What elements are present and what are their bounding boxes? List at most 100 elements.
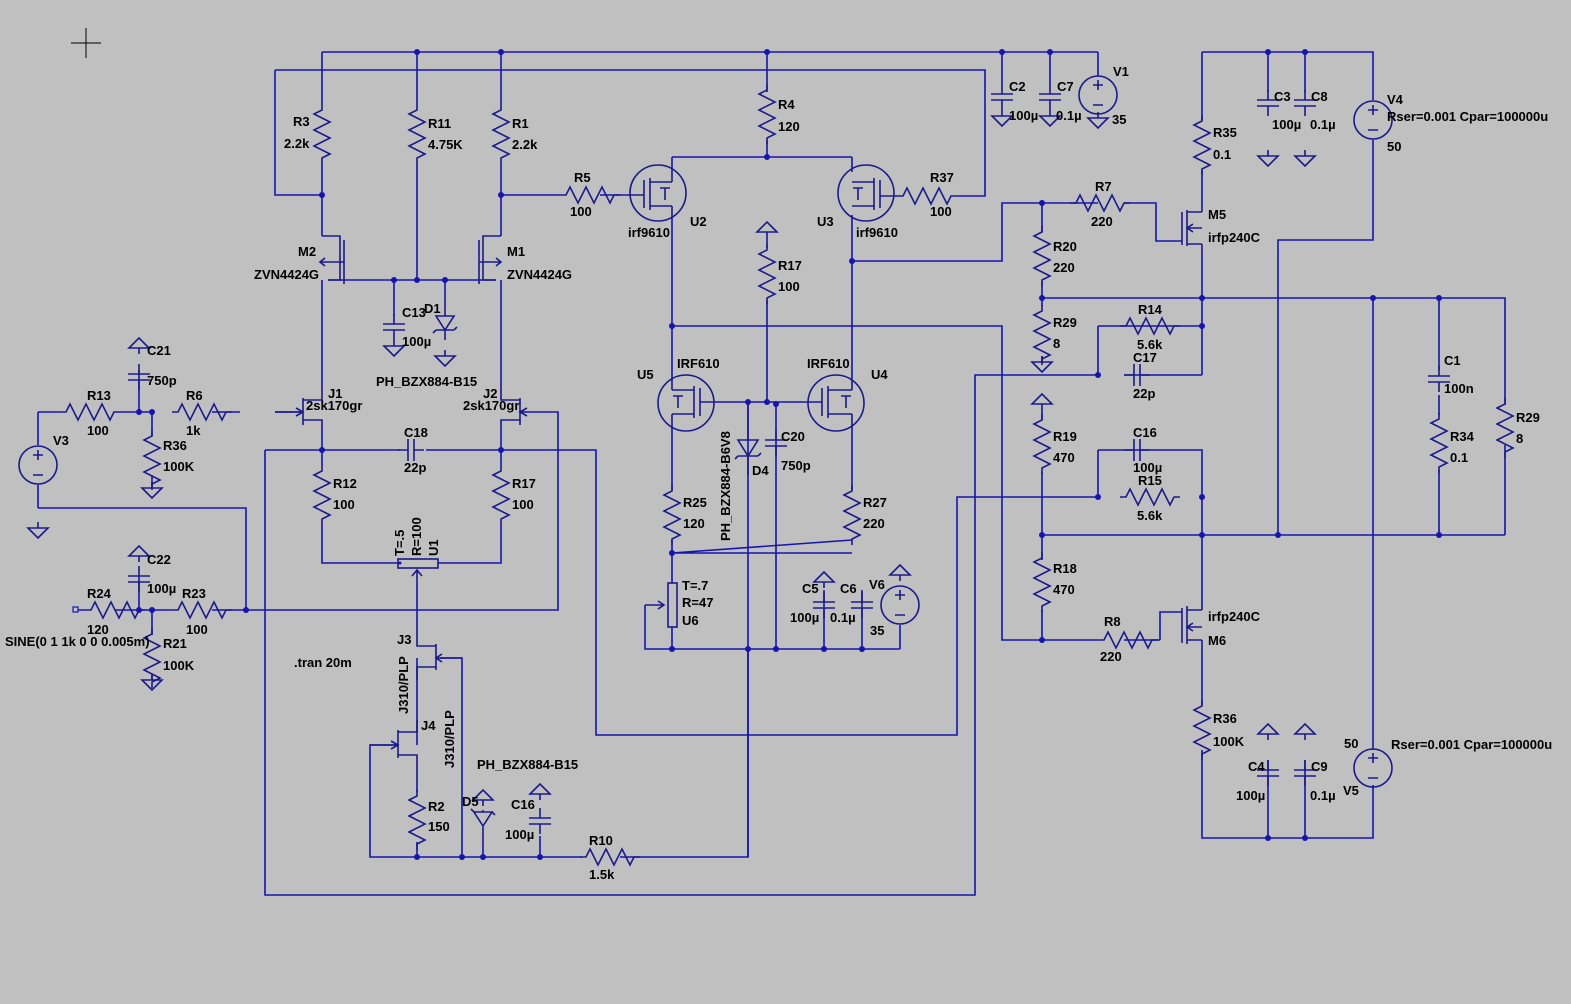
label-c2: C2 <box>1009 79 1026 94</box>
label-r28: R34 <box>1450 429 1475 444</box>
supply-arrow-icon <box>1031 393 1053 411</box>
label-r14: R14 <box>1138 302 1163 317</box>
label-d4: D4 <box>752 463 769 478</box>
supply-arrow-icon <box>1257 723 1279 741</box>
label-r3: R3 <box>293 114 310 129</box>
value-r19: 470 <box>1053 582 1075 597</box>
resistor-icon-r1 <box>492 103 510 165</box>
label-r22: R23 <box>182 586 206 601</box>
label-c5: C5 <box>802 581 819 596</box>
value-c1: 100n <box>1444 381 1474 396</box>
label-r24: R25 <box>683 495 707 510</box>
ground-icon <box>434 349 456 367</box>
value-v6: 35 <box>870 623 884 638</box>
resistor-icon-r25 <box>843 484 861 546</box>
label-r23: R24 <box>87 586 112 601</box>
mosfet-icon-u4 <box>807 374 865 432</box>
label-d5: D5 <box>462 794 479 809</box>
label-j4: J4 <box>421 718 436 733</box>
value-r18: 220 <box>1053 260 1075 275</box>
model-d1: PH_BZX884-B15 <box>376 374 477 389</box>
voltage-sources[interactable] <box>18 75 1393 788</box>
power-mosfets[interactable] <box>628 164 897 432</box>
jfet-icon-j1 <box>275 385 323 425</box>
label-r25: R27 <box>863 495 887 510</box>
resistor-icon-r15 <box>1119 488 1181 506</box>
ground-icon <box>1257 149 1279 167</box>
label-r36-text: R36 <box>163 438 187 453</box>
mosfet-icon-m1 <box>478 235 503 284</box>
model-m5: irfp240C <box>1208 230 1261 245</box>
model-m2: ZVN4424G <box>254 267 319 282</box>
value-c18: 22p <box>1133 386 1155 401</box>
value-r1: 2.2k <box>512 137 538 152</box>
value-r5: 100 <box>570 204 592 219</box>
mosfet-icon-m6 <box>1178 600 1203 655</box>
label-v6: V6 <box>869 577 885 592</box>
pot-u6-t: T=.7 <box>682 578 708 593</box>
sine-source-label: SINE(0 1 1k 0 0 0.005m) <box>5 634 150 649</box>
resistor-icon-r4 <box>758 83 776 145</box>
small-transistors[interactable] <box>275 200 1203 777</box>
label-r20: R19 <box>1053 429 1077 444</box>
ground-icon <box>27 521 49 539</box>
value-r6: 1k <box>186 423 201 438</box>
mosfet-icon-m2 <box>318 235 345 284</box>
label-r12: R12 <box>333 476 357 491</box>
value-c2: 100µ <box>1009 108 1038 123</box>
label-u3: U3 <box>817 214 834 229</box>
resistor-icon-r2 <box>408 789 426 851</box>
label-r29-text: R29 <box>1516 410 1540 425</box>
model-u4: IRF610 <box>807 356 850 371</box>
resistor-icon-r17 <box>492 464 510 526</box>
value-c7: 0.1µ <box>1310 117 1336 132</box>
model-m6: irfp240C <box>1208 609 1261 624</box>
value-r14: 5.6k <box>1137 337 1163 352</box>
diodes[interactable] <box>432 296 762 845</box>
model-u5: IRF610 <box>677 356 720 371</box>
value-r17: 100 <box>512 497 534 512</box>
value-c8: 0.1µ <box>1310 788 1336 803</box>
label-r15: R15 <box>1138 473 1162 488</box>
jfet-icon-j3 <box>416 632 462 680</box>
resistor-icon-r28 <box>1430 412 1448 474</box>
value-r4: 120 <box>778 119 800 134</box>
resistor-icon-r19 <box>1033 551 1051 613</box>
value-r23: 120 <box>87 622 109 637</box>
resistors[interactable] <box>59 83 1514 866</box>
model-j2: 2sk170gr <box>463 398 519 413</box>
supply-arrow-icon <box>128 545 150 563</box>
signal-input-port[interactable] <box>72 606 79 613</box>
junction-dots <box>136 49 1442 860</box>
label-r19: R18 <box>1053 561 1077 576</box>
label-c22: C20 <box>781 429 805 444</box>
label-r11: R11 <box>428 116 451 131</box>
supply-arrow-icon <box>889 564 911 582</box>
zener-icon-d5 <box>470 808 496 845</box>
potentiometer-icon-u1 <box>397 558 439 577</box>
label-u4: U4 <box>871 367 888 382</box>
label-r8: R8 <box>1104 614 1121 629</box>
resistor-icon-r11 <box>408 103 426 165</box>
label-v3: V3 <box>53 433 69 448</box>
label-c8: C9 <box>1311 759 1328 774</box>
voltage-source-icon-v3 <box>18 445 58 485</box>
label-c13: C13 <box>402 305 426 320</box>
resistor-icon-r16 <box>758 243 776 305</box>
label-c9: C6 <box>840 581 857 596</box>
voltage-source-icon-v6 <box>880 585 920 625</box>
value-r37: 100 <box>930 204 952 219</box>
label-c3: C3 <box>1274 89 1291 104</box>
label-u1: U1 <box>426 539 441 556</box>
value-r8: 220 <box>1100 649 1122 664</box>
value-r22: 100 <box>186 622 208 637</box>
mosfet-icon-u5 <box>657 374 715 432</box>
value-c4: 100µ <box>1236 788 1265 803</box>
potentiometers[interactable] <box>397 558 678 628</box>
value-c19: 22p <box>404 460 426 475</box>
param-v4: Rser=0.001 Cpar=100000u <box>1387 109 1548 124</box>
value-r2: 150 <box>428 819 450 834</box>
model-u3: irf9610 <box>856 225 898 240</box>
value-r28: 0.1 <box>1450 450 1468 465</box>
